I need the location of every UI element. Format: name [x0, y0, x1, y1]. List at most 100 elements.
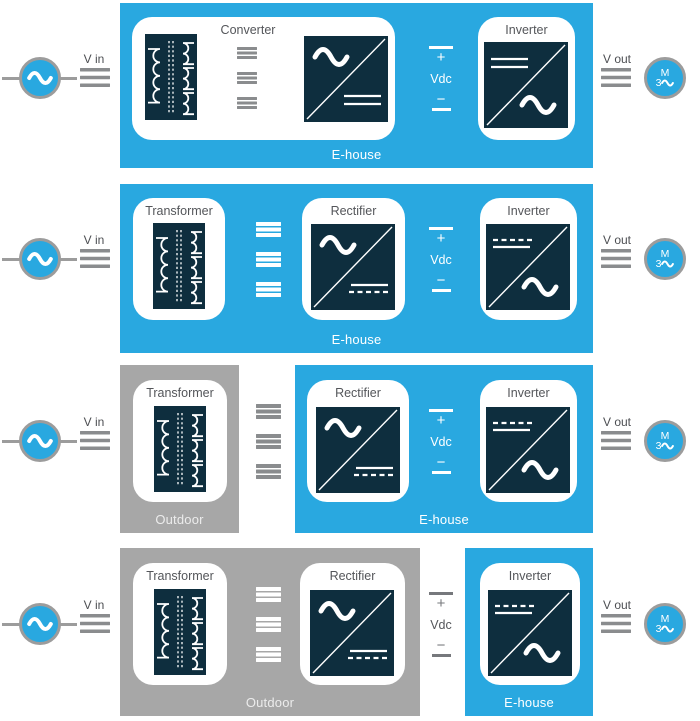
- vout-label: V out: [602, 415, 632, 429]
- vdc-label: Vdc: [430, 435, 452, 449]
- vout-phase-bars-icon: [601, 431, 631, 450]
- sine-wave-icon: [27, 70, 53, 86]
- sine-wave-icon: [27, 251, 53, 267]
- motor-text: M 3: [656, 249, 675, 269]
- panel-label: Inverter: [507, 386, 550, 400]
- dc-minus-bar: [431, 654, 451, 657]
- dc-plus-bar: [429, 227, 453, 230]
- inverter-icon: [484, 42, 568, 128]
- dc-minus-bar: [431, 289, 451, 292]
- plus-sign: +: [436, 49, 446, 66]
- panel-label: Inverter: [505, 23, 548, 37]
- inverter-icon: [486, 407, 570, 493]
- minus-sign: −: [436, 272, 446, 289]
- three-phase-bars-icon: [256, 222, 281, 237]
- plus-sign: +: [436, 230, 446, 247]
- vdc-label: Vdc: [430, 72, 452, 86]
- vdc-label: Vdc: [430, 618, 452, 632]
- motor-icon: M 3: [644, 57, 686, 99]
- rectifier-panel: Rectifier: [300, 563, 405, 685]
- vin-phase-bars-icon: [80, 614, 110, 633]
- vout-label: V out: [602, 598, 632, 612]
- three-phase-bars-icon: [237, 97, 257, 109]
- inverter-panel: Inverter: [480, 380, 577, 502]
- enclosure-label: E-house: [331, 332, 382, 347]
- plus-sign: +: [436, 595, 446, 612]
- motor-letter: M: [660, 613, 670, 625]
- three-phase-bars-icon: [256, 464, 281, 479]
- panel-label: Rectifier: [329, 569, 376, 583]
- vin-phase-bars-icon: [80, 431, 110, 450]
- three-phase-bars-icon: [256, 252, 281, 267]
- motor-letter: M: [660, 430, 670, 442]
- dc-plus-bar: [429, 409, 453, 412]
- rectifier-panel: Rectifier: [307, 380, 409, 502]
- panel-label: Converter: [220, 23, 276, 37]
- enclosure-label: E-house: [419, 512, 469, 527]
- motor-phase: 3: [656, 441, 675, 451]
- three-phase-bars-icon: [256, 282, 281, 297]
- motor-phase: 3: [656, 259, 675, 269]
- vout-phase-bars-icon: [601, 614, 631, 633]
- row-1-lineup: E-house V in Converter + Vdc − Inverter …: [0, 3, 700, 168]
- dc-plus-bar: [429, 46, 453, 49]
- inverter-panel: Inverter: [480, 198, 577, 320]
- converter-panel: Converter: [132, 17, 395, 140]
- motor-phase: 3: [656, 78, 675, 88]
- row-4-lineup: Outdoor E-house V in Transformer Rectifi…: [0, 548, 700, 716]
- minus-sign: −: [436, 91, 446, 108]
- sine-wave-icon: [661, 442, 674, 450]
- inverter-panel: Inverter: [480, 563, 580, 685]
- transformer-icon: [154, 406, 206, 492]
- motor-text: M 3: [656, 431, 675, 451]
- minus-sign: −: [436, 454, 446, 471]
- enclosure-label: E-house: [504, 695, 554, 710]
- three-phase-bars-icon: [256, 617, 281, 632]
- motor-icon: M 3: [644, 603, 686, 645]
- inverter-panel: Inverter: [478, 17, 575, 140]
- sine-wave-icon: [661, 625, 674, 633]
- phase-bars-column: [256, 404, 281, 479]
- phase-bars-column: [256, 587, 281, 662]
- transformer-icon: [153, 223, 205, 309]
- three-phase-bars-icon: [256, 587, 281, 602]
- motor-text: M 3: [656, 614, 675, 634]
- dc-minus-bar: [431, 471, 451, 474]
- vin-phase-bars-icon: [80, 249, 110, 268]
- ac-source-icon: [19, 420, 61, 462]
- minus-sign: −: [436, 637, 446, 654]
- transformer-panel: Transformer: [133, 198, 225, 320]
- dc-link-vdc: + Vdc −: [421, 46, 461, 111]
- dc-minus-bar: [431, 108, 451, 111]
- sine-wave-icon: [661, 260, 674, 268]
- vin-label: V in: [83, 52, 105, 66]
- transformer-icon: [154, 589, 206, 675]
- ac-source-icon: [19, 603, 61, 645]
- dc-link-vdc: + Vdc −: [421, 592, 461, 657]
- motor-letter: M: [660, 248, 670, 260]
- motor-icon: M 3: [644, 238, 686, 280]
- vin-label: V in: [83, 598, 105, 612]
- panel-label: Rectifier: [330, 204, 377, 218]
- vout-label: V out: [602, 233, 632, 247]
- enclosure-label: Outdoor: [245, 695, 295, 710]
- panel-label: Inverter: [508, 569, 552, 583]
- phase-bars-column: [256, 222, 281, 297]
- sine-wave-icon: [27, 616, 53, 632]
- motor-text: M 3: [656, 68, 675, 88]
- rectifier-panel: Rectifier: [302, 198, 405, 320]
- three-phase-bars-icon: [256, 647, 281, 662]
- row-3-lineup: Outdoor E-house V in Transformer Rectifi…: [0, 365, 700, 533]
- enclosure-label: E-house: [331, 147, 382, 162]
- transformer-panel: Transformer: [133, 380, 227, 502]
- rectifier-icon: [316, 407, 400, 493]
- three-phase-bars-icon: [256, 434, 281, 449]
- panel-label: Transformer: [145, 204, 213, 218]
- vin-label: V in: [83, 233, 105, 247]
- row-2-lineup: E-house V in Transformer Rectifier + Vdc…: [0, 184, 700, 353]
- sine-wave-icon: [661, 79, 674, 87]
- plus-sign: +: [436, 412, 446, 429]
- vin-phase-bars-icon: [80, 68, 110, 87]
- three-phase-bars-icon: [237, 47, 257, 59]
